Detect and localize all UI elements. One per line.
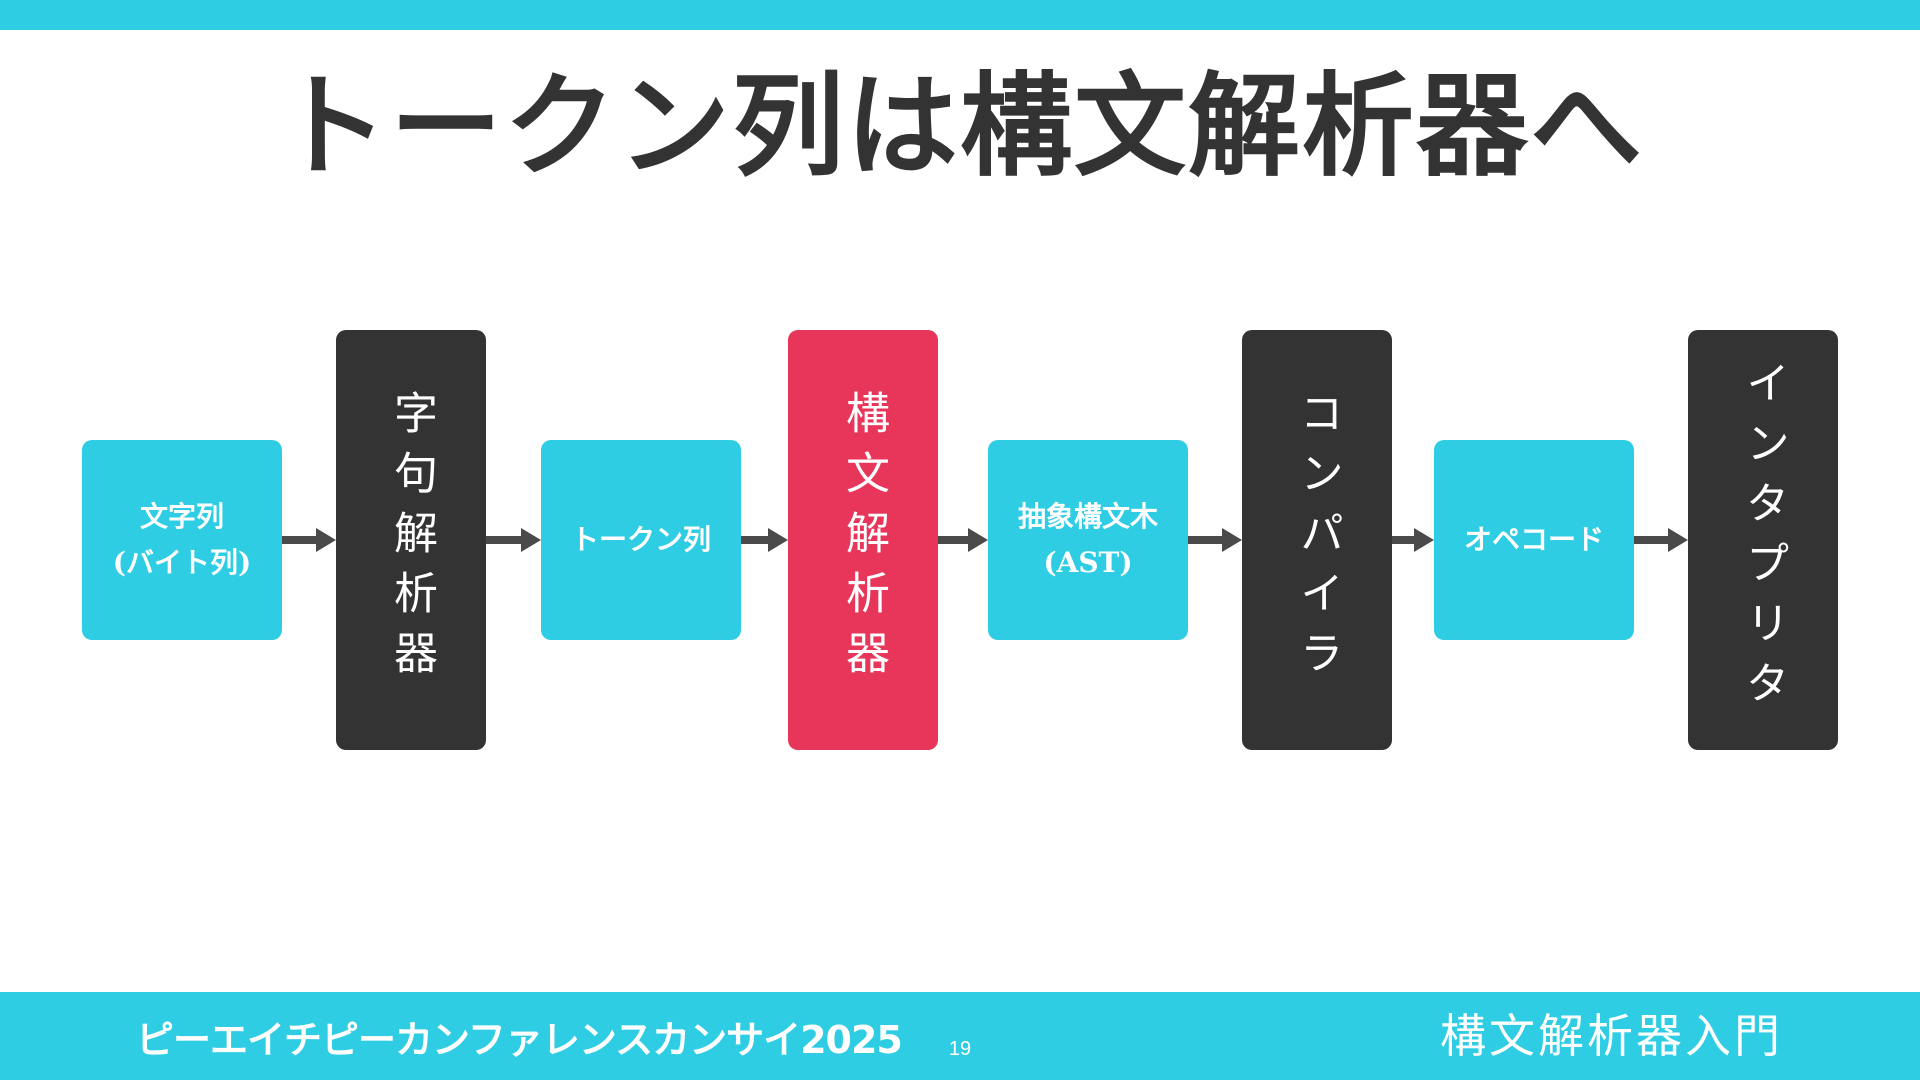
node-opcode-label: オペコード: [1463, 523, 1604, 556]
bottom-accent-bar: [0, 992, 1920, 1080]
node-interpreter: インタプリタ: [1688, 330, 1838, 750]
top-accent-bar: [0, 0, 1920, 30]
slide-title: トークン列は構文解析器へ: [276, 61, 1644, 192]
arrow-6: [1392, 528, 1434, 552]
node-ast: 抽象構文木 (AST): [988, 440, 1188, 640]
node-compiler: コンパイラ: [1242, 330, 1392, 750]
arrow-3: [741, 528, 788, 552]
node-compiler-label: コンパイラ: [1292, 390, 1343, 690]
node-byte-sequence: 文字列 (バイト列): [82, 440, 282, 640]
node-lexer: 字句解析器: [336, 330, 486, 750]
node-lexer-label: 字句解析器: [386, 390, 437, 690]
page-number: 19: [948, 1038, 972, 1060]
arrow-5: [1188, 528, 1242, 552]
node-interpreter-label: インタプリタ: [1738, 360, 1789, 720]
talk-subject: 構文解析器入門: [1440, 1009, 1783, 1063]
arrow-2: [486, 528, 541, 552]
node-opcode: オペコード: [1434, 440, 1634, 640]
node-token-sequence: トークン列: [541, 440, 741, 640]
conference-name: ピーエイチピーカンファレンスカンサイ2025: [136, 1018, 903, 1062]
node-token-sequence-label: トークン列: [570, 523, 711, 556]
node-parser-label: 構文解析器: [838, 390, 889, 690]
arrow-4: [938, 528, 988, 552]
arrow-1: [282, 528, 336, 552]
node-parser: 構文解析器: [788, 330, 938, 750]
arrow-7: [1634, 528, 1688, 552]
node-byte-sequence-label: 文字列 (バイト列): [112, 500, 252, 579]
node-ast-label: 抽象構文木 (AST): [1017, 500, 1158, 579]
